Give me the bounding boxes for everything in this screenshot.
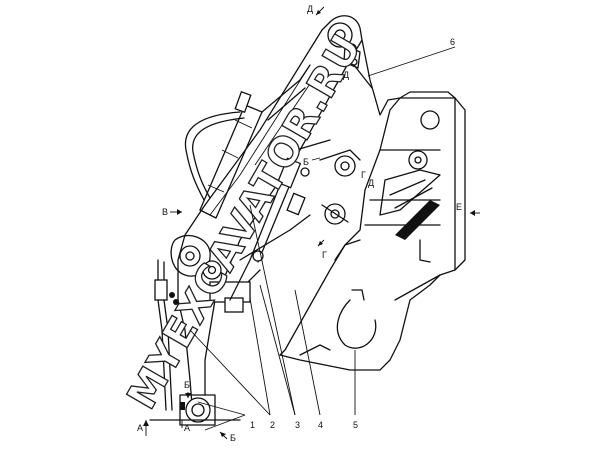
callout-1: 1 — [250, 420, 255, 430]
view-mark-b-mid: Б — [184, 380, 190, 390]
leader-lines — [189, 46, 456, 431]
view-mark-a-right: A — [184, 423, 190, 433]
callout-3: 3 — [295, 420, 300, 430]
view-mark-d-upper: Д — [343, 70, 349, 80]
view-marks: Д Д Б Г Д В Е Г Б A A Б — [137, 4, 480, 443]
view-mark-g-upper: Г — [361, 170, 366, 180]
view-mark-g-lower: Г — [322, 250, 327, 260]
callout-6: 6 — [450, 37, 455, 47]
upper-bracket — [343, 43, 361, 69]
callout-2: 2 — [270, 420, 275, 430]
view-mark-v: В — [162, 207, 168, 217]
boom-arm — [177, 15, 401, 406]
bucket — [279, 91, 466, 371]
lower-pivot — [169, 235, 261, 313]
view-mark-b-bottom: Б — [230, 433, 236, 443]
view-mark-d-top: Д — [307, 4, 313, 14]
view-mark-a-left: A — [137, 423, 143, 433]
control-linkages — [229, 139, 361, 301]
callout-5: 5 — [353, 420, 358, 430]
callout-4: 4 — [318, 420, 323, 430]
callout-labels: 6 1 2 3 4 5 — [250, 37, 455, 430]
view-mark-e: Е — [456, 202, 462, 212]
view-mark-b-upper: Б — [303, 157, 309, 167]
hydraulic-hoses — [154, 111, 245, 411]
view-mark-d-mid: Д — [368, 178, 374, 188]
